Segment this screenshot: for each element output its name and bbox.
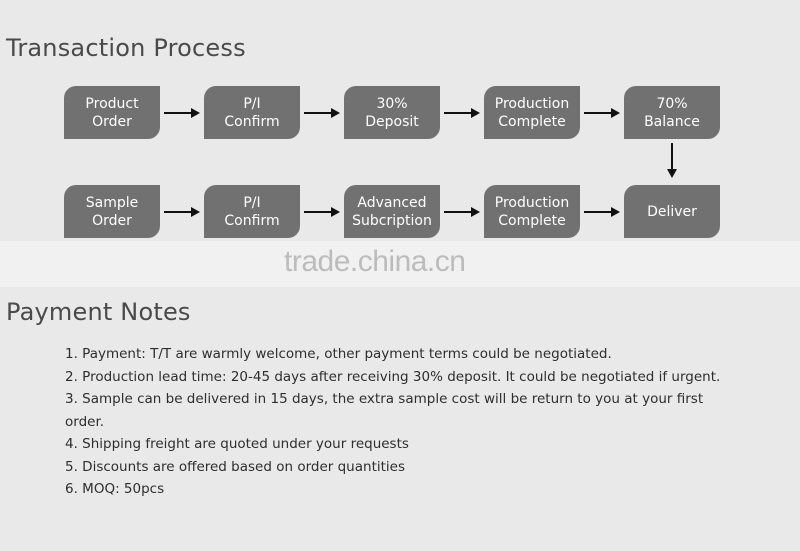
- arrow-down-icon: [667, 143, 677, 178]
- arrow-right-icon: [304, 108, 340, 118]
- arrow-right-icon: [304, 207, 340, 217]
- watermark: trade.china.cn: [284, 245, 466, 278]
- transaction-process-title: Transaction Process: [6, 34, 246, 62]
- step-product-order: Product Order: [64, 86, 160, 139]
- step-sample-order: Sample Order: [64, 185, 160, 238]
- step-balance: 70% Balance: [624, 86, 720, 139]
- step-deposit: 30% Deposit: [344, 86, 440, 139]
- watermark-band: [0, 241, 800, 287]
- list-item: 2. Production lead time: 20-45 days afte…: [65, 368, 721, 385]
- step-pi-confirm-2: P/I Confirm: [204, 185, 300, 238]
- step-advanced-subscription: Advanced Subcription: [344, 185, 440, 238]
- arrow-right-icon: [584, 207, 620, 217]
- step-production-complete-2: Production Complete: [484, 185, 580, 238]
- transaction-flow-diagram: Product Order P/I Confirm 30% Deposit Pr…: [64, 86, 720, 238]
- step-deliver: Deliver: [624, 185, 720, 238]
- list-item: 6. MOQ: 50pcs: [65, 481, 165, 497]
- arrow-right-icon: [164, 207, 200, 217]
- list-item: 1. Payment: T/T are warmly welcome, othe…: [65, 346, 612, 362]
- step-production-complete-1: Production Complete: [484, 86, 580, 139]
- arrow-right-icon: [444, 108, 480, 118]
- arrow-right-icon: [164, 108, 200, 118]
- step-pi-confirm-1: P/I Confirm: [204, 86, 300, 139]
- list-item: 4. Shipping freight are quoted under you…: [65, 436, 409, 452]
- list-item: 5. Discounts are offered based on order …: [65, 458, 405, 475]
- arrow-right-icon: [584, 108, 620, 118]
- arrow-right-icon: [444, 207, 480, 217]
- payment-notes-title: Payment Notes: [6, 298, 191, 326]
- payment-notes-list: 1. Payment: T/T are warmly welcome, othe…: [65, 343, 745, 501]
- list-item: 3. Sample can be delivered in 15 days, t…: [65, 391, 704, 430]
